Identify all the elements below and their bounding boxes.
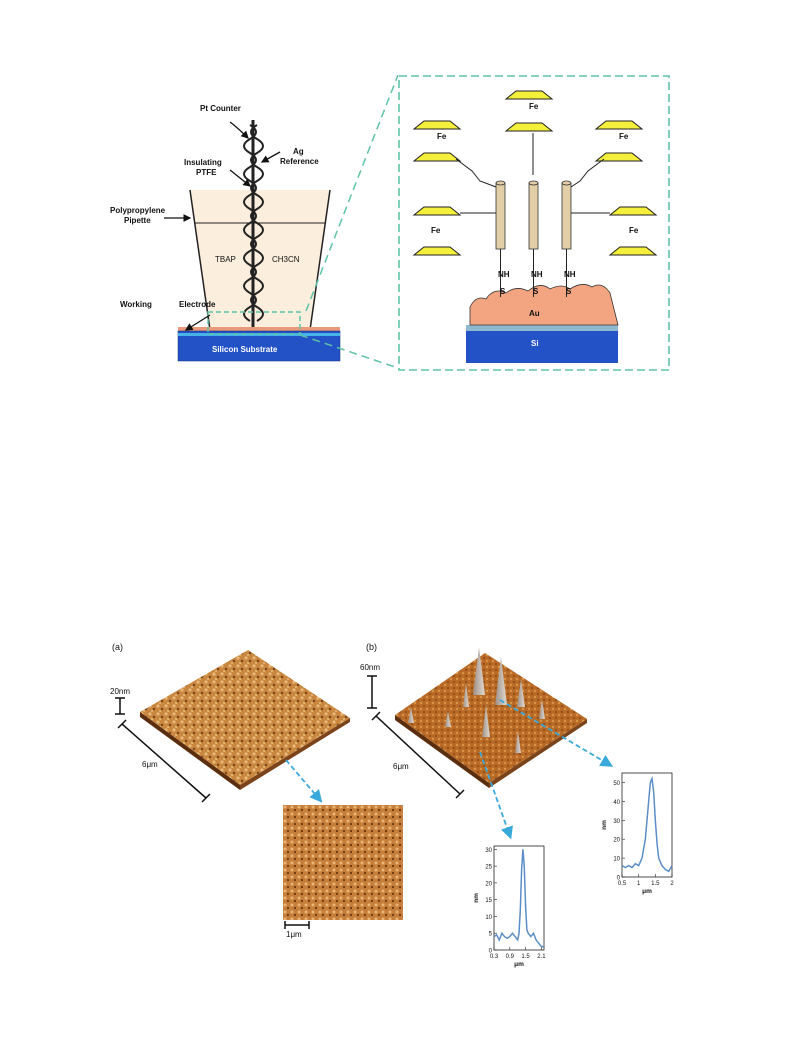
pipette — [190, 190, 330, 330]
inset-scale-label: 1μm — [286, 930, 302, 939]
x-tick-label: 0.5 — [618, 881, 627, 887]
label-pt-counter: Pt Counter — [200, 104, 241, 113]
fe-label-top: Fe — [529, 102, 539, 111]
setup-diagram — [164, 120, 341, 362]
s-label-2: S — [533, 287, 539, 296]
label-tbap: TBAP — [215, 255, 236, 264]
profile-series-line — [621, 775, 673, 873]
label-reference: Reference — [280, 157, 319, 166]
label-electrode: Electrode — [179, 300, 216, 309]
nh-label-3: NH — [564, 270, 576, 279]
scale-b-height: 60nm — [360, 663, 381, 672]
s-label-1: S — [500, 287, 506, 296]
label-ch3cn: CH3CN — [272, 255, 300, 264]
nh-label-1: NH — [498, 270, 510, 279]
x-tick-label: 1.5 — [651, 881, 660, 887]
y-axis-label: nm — [473, 893, 480, 903]
y-tick-label: 0 — [489, 949, 493, 955]
profile-chart-2: 0 10 20 30 40 50 0.5 1 1.5 2 μm nm — [601, 772, 674, 895]
y-tick-label: 25 — [485, 865, 492, 871]
scale-a-lateral: 6μm — [142, 760, 158, 769]
fe-label-mid-left: Fe — [431, 226, 441, 235]
y-tick-label: 20 — [485, 881, 492, 887]
y-tick-label: 0 — [617, 876, 621, 882]
scale-a-height: 20nm — [110, 687, 131, 696]
x-tick-label: 2 — [670, 881, 674, 887]
x-tick-label: 0.9 — [506, 954, 515, 960]
label-working: Working — [120, 300, 152, 309]
si-layer — [466, 331, 618, 363]
fe-label-mid-right: Fe — [629, 226, 639, 235]
y-tick-label: 30 — [613, 819, 620, 825]
afm-inset-image — [283, 805, 403, 920]
label-polypropylene: Polypropylene — [110, 206, 166, 215]
scale-bars-b — [367, 675, 465, 799]
scale-b-lateral: 6μm — [393, 762, 409, 771]
s-label-3: S — [566, 287, 572, 296]
y-tick-label: 50 — [613, 781, 620, 787]
y-tick-label: 40 — [613, 800, 620, 806]
y-tick-label: 15 — [485, 898, 492, 904]
y-tick-label: 30 — [485, 848, 492, 854]
si-label: Si — [531, 339, 539, 348]
label-silicon-substrate: Silicon Substrate — [212, 345, 278, 354]
label-ag: Ag — [293, 147, 304, 156]
y-tick-label: 20 — [613, 838, 620, 844]
label-pipette: Pipette — [124, 216, 151, 225]
profile-chart-1: 0 5 10 15 20 25 30 0.3 0.9 1.5 2.1 μm nm — [473, 845, 546, 968]
label-insulating: Insulating — [184, 158, 222, 167]
profile-series-line — [493, 849, 544, 948]
x-axis-label: μm — [514, 961, 524, 968]
zoom-connector — [299, 75, 399, 369]
x-tick-label: 1.5 — [521, 954, 530, 960]
y-tick-label: 5 — [489, 932, 493, 938]
nh-label-2: NH — [531, 270, 543, 279]
label-ptfe: PTFE — [196, 168, 217, 177]
y-tick-label: 10 — [613, 857, 620, 863]
y-tick-label: 10 — [485, 915, 492, 921]
au-layer — [469, 284, 619, 326]
inset-scale-bar — [284, 921, 310, 929]
x-tick-label: 0.3 — [490, 954, 499, 960]
ferrocene-group — [412, 90, 658, 256]
twisted-wire — [243, 120, 264, 330]
au-label: Au — [529, 309, 540, 318]
working-electrode-layer — [178, 327, 340, 331]
x-tick-label: 1 — [637, 881, 641, 887]
x-tick-label: 2.1 — [537, 954, 546, 960]
fe-label-right: Fe — [619, 132, 629, 141]
panel-a-label: (a) — [112, 642, 123, 652]
y-axis-label: nm — [601, 820, 608, 830]
x-axis-label: μm — [642, 888, 652, 895]
scale-bars-a — [115, 697, 211, 803]
fe-label-left: Fe — [437, 132, 447, 141]
afm-image-a — [140, 650, 350, 790]
panel-b-label: (b) — [366, 642, 377, 652]
molecule-diagram — [398, 75, 670, 371]
